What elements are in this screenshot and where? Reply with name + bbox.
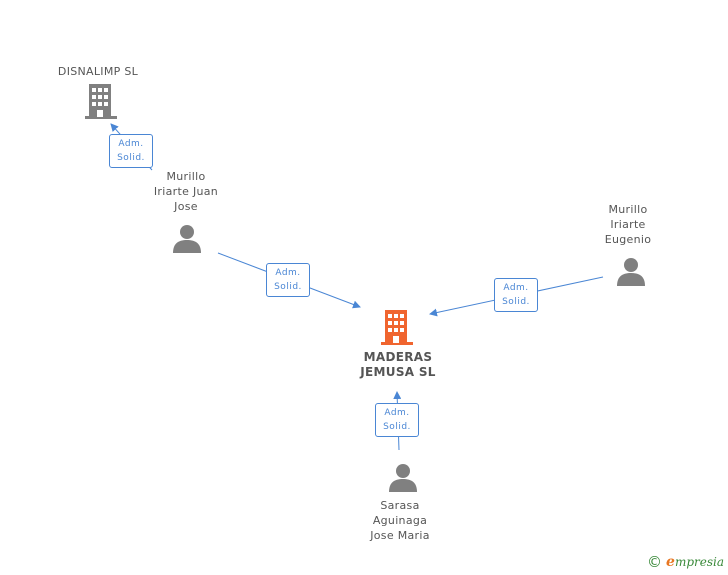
relation-label-line: Solid. — [117, 153, 145, 163]
relation-label-line: Solid. — [383, 422, 411, 432]
relation-label-line: Adm. — [503, 283, 529, 293]
person-label-murillo-eugenio[interactable]: Murillo Iriarte Eugenio — [568, 202, 688, 247]
person-icon[interactable] — [172, 224, 202, 254]
main-company-label[interactable]: MADERAS JEMUSA SL — [333, 350, 463, 380]
person-name-line: Jose Maria — [370, 529, 430, 542]
brand-initial: e — [666, 554, 675, 570]
relation-label-line: Solid. — [274, 282, 302, 292]
brand-rest: mpresia — [674, 555, 724, 569]
copyright-symbol: © — [647, 553, 663, 571]
empresia-logo[interactable]: empresia — [666, 554, 724, 570]
person-name-line: Sarasa — [380, 499, 420, 512]
relation-label-line: Adm. — [384, 408, 410, 418]
company-name-line: DISNALIMP SL — [57, 65, 139, 78]
person-name-line: Jose — [174, 200, 198, 213]
person-name-line: Aguinaga — [372, 514, 428, 527]
person-label-sarasa[interactable]: Sarasa Aguinaga Jose Maria — [340, 498, 460, 543]
relation-box-juan-disnalimp[interactable]: Adm. Solid. — [109, 134, 153, 168]
person-name-line: Iriarte — [610, 218, 646, 231]
footer-brand: © empresia — [647, 553, 724, 571]
relation-box-eugenio-maderas[interactable]: Adm. Solid. — [494, 278, 538, 312]
relation-label-line: Adm. — [275, 268, 301, 278]
relation-box-sarasa-maderas[interactable]: Adm. Solid. — [375, 403, 419, 437]
main-company-line-2: JEMUSA SL — [360, 365, 436, 379]
person-icon[interactable] — [616, 257, 646, 287]
person-icon[interactable] — [388, 463, 418, 493]
company-label-disnalimp[interactable]: DISNALIMP SL — [38, 64, 158, 79]
person-name-line: Eugenio — [604, 233, 652, 246]
relation-box-juan-maderas[interactable]: Adm. Solid. — [266, 263, 310, 297]
relation-label-line: Solid. — [502, 297, 530, 307]
building-icon[interactable] — [84, 84, 118, 120]
relation-label-line: Adm. — [118, 139, 144, 149]
person-name-line: Iriarte Juan — [153, 185, 219, 198]
person-name-line: Murillo — [608, 203, 648, 216]
person-label-murillo-juan[interactable]: Murillo Iriarte Juan Jose — [126, 169, 246, 214]
person-name-line: Murillo — [166, 170, 206, 183]
main-company-line-1: MADERAS — [363, 350, 433, 364]
main-building-icon[interactable] — [380, 310, 414, 346]
